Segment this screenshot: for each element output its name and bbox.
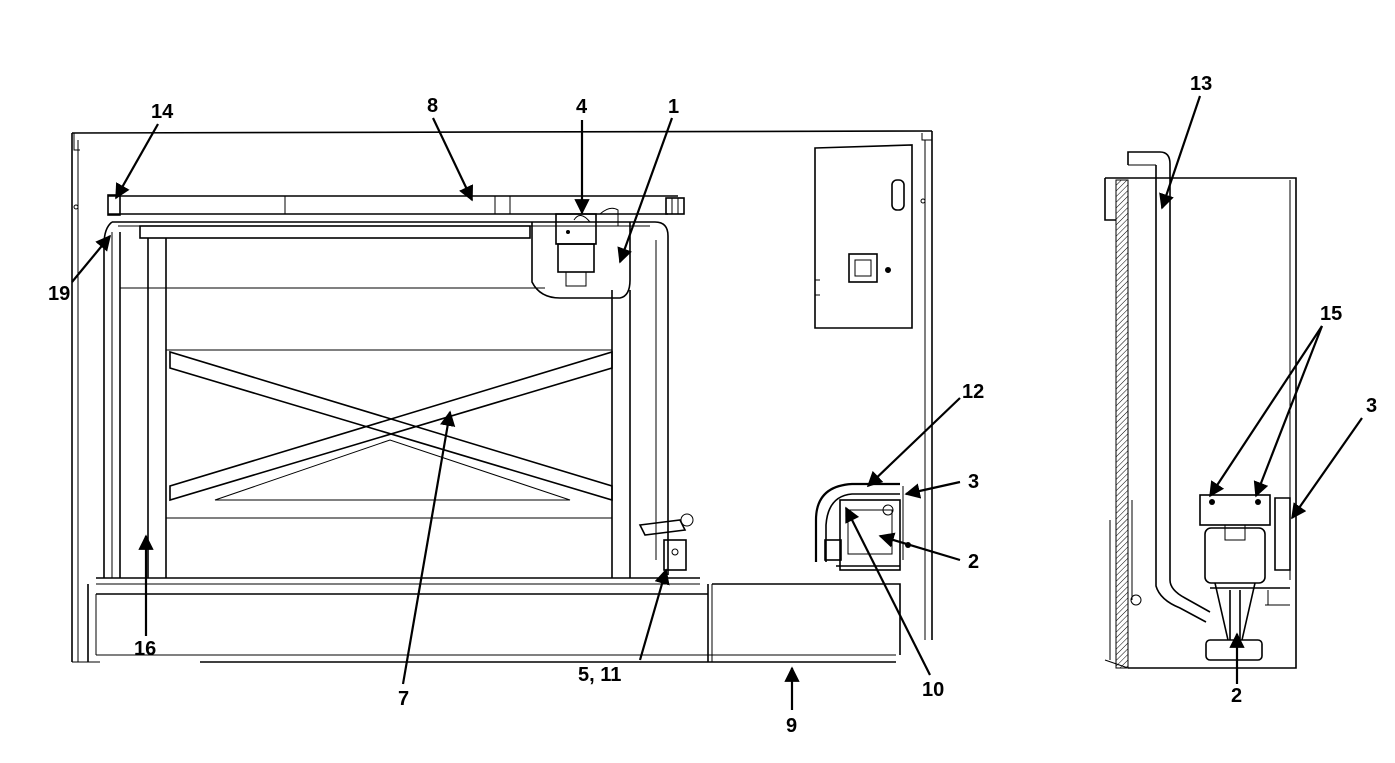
top-rail bbox=[107, 194, 685, 216]
callout-7: 7 bbox=[398, 688, 409, 710]
leader-15-a bbox=[1209, 325, 1323, 498]
pump-assembly-front bbox=[814, 482, 911, 571]
base-drawer bbox=[87, 583, 901, 662]
leader-2-front bbox=[878, 532, 961, 562]
callout-4: 4 bbox=[576, 96, 588, 118]
leader-7 bbox=[401, 410, 456, 685]
callout-13: 13 bbox=[1190, 73, 1212, 95]
callout-labels: 14 8 4 1 19 7 16 5, 11 9 12 3 2 10 13 15… bbox=[48, 73, 1377, 737]
callout-3-side: 3 bbox=[1366, 395, 1377, 417]
leader-12 bbox=[866, 397, 961, 488]
callout-15: 15 bbox=[1320, 303, 1342, 325]
leader-5-11 bbox=[638, 568, 670, 661]
side-pump bbox=[1199, 494, 1291, 661]
front-view bbox=[71, 130, 933, 663]
callout-2-side: 2 bbox=[1231, 685, 1242, 707]
callout-14: 14 bbox=[151, 101, 174, 123]
cross-brace bbox=[169, 350, 613, 502]
callout-8: 8 bbox=[427, 95, 438, 117]
latch-assembly bbox=[638, 513, 694, 571]
callout-1: 1 bbox=[668, 96, 679, 118]
leader-1 bbox=[617, 117, 674, 264]
leader-3-side bbox=[1291, 417, 1363, 520]
cabinet-outline bbox=[71, 130, 933, 663]
leader-14 bbox=[115, 123, 159, 200]
callout-12: 12 bbox=[962, 381, 984, 403]
tray-frame bbox=[96, 221, 700, 585]
callout-3-front: 3 bbox=[968, 471, 979, 493]
leader-13 bbox=[1159, 95, 1202, 210]
leader-arrows bbox=[71, 95, 1363, 710]
callout-16: 16 bbox=[134, 638, 156, 660]
leader-8 bbox=[432, 117, 474, 202]
control-panel bbox=[814, 144, 913, 329]
leader-15-b bbox=[1253, 325, 1324, 498]
upper-control-assembly bbox=[531, 207, 631, 299]
callout-5-11: 5, 11 bbox=[578, 664, 621, 686]
callout-10: 10 bbox=[922, 679, 944, 701]
leader-3-front bbox=[904, 480, 961, 499]
callout-2-front: 2 bbox=[968, 551, 979, 573]
callout-19: 19 bbox=[48, 283, 70, 305]
side-cabinet bbox=[1104, 177, 1297, 669]
callout-9: 9 bbox=[786, 715, 797, 737]
leader-19 bbox=[71, 234, 111, 283]
drain-pipe bbox=[1127, 151, 1211, 623]
side-view bbox=[1104, 151, 1297, 669]
leader-10 bbox=[845, 506, 931, 676]
